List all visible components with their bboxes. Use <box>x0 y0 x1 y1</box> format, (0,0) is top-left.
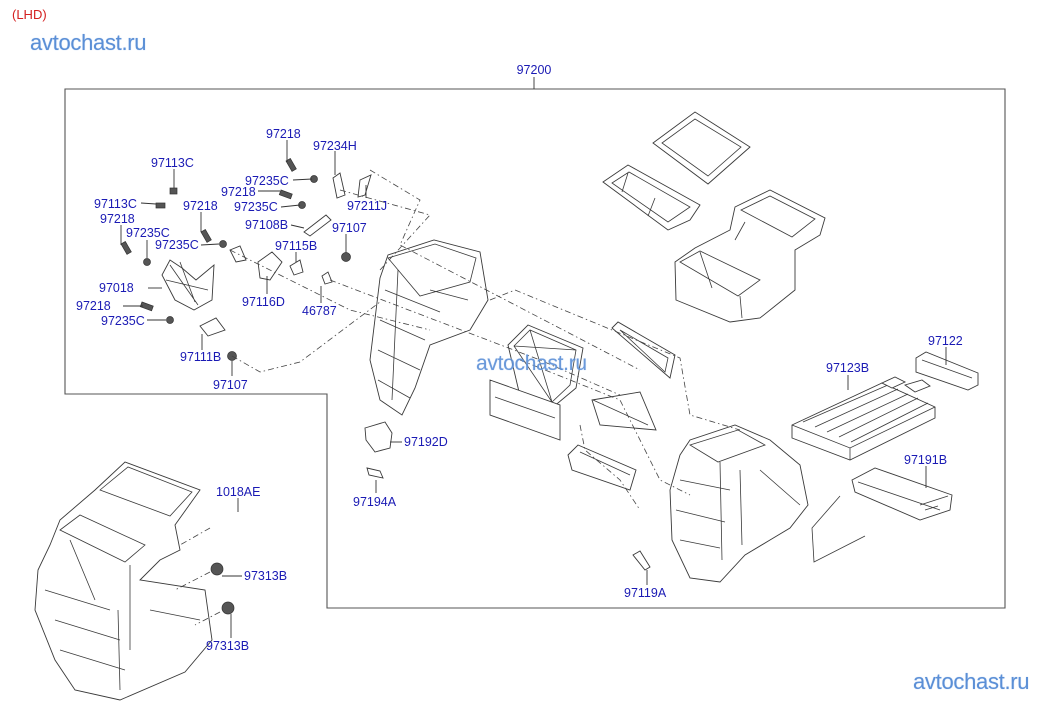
callout-97313b-b[interactable]: 97313B <box>206 639 249 653</box>
upper-duct-frame <box>652 111 751 185</box>
callout-97113c-a[interactable]: 97113C <box>151 156 194 170</box>
callout-97235c-d[interactable]: 97235C <box>155 238 199 252</box>
callout-97107-a[interactable]: 97107 <box>332 221 367 235</box>
callout-97313b-a[interactable]: 97313B <box>244 569 287 583</box>
heater-core-side-cover <box>915 351 979 391</box>
callout-97191b[interactable]: 97191B <box>904 453 947 467</box>
heater-unit-assembly <box>34 461 213 701</box>
callout-97194a[interactable]: 97194A <box>353 495 397 509</box>
region-tag-lhd: (LHD) <box>12 7 47 22</box>
bracket-97194a <box>366 467 384 479</box>
watermark-bottom: avtochast.ru <box>913 669 1030 694</box>
heater-housing <box>669 424 809 583</box>
watermark-top: avtochast.ru <box>30 30 147 55</box>
levers-actuators <box>161 172 372 337</box>
leader-dash-lines <box>174 169 741 626</box>
upper-duct-grille <box>602 164 701 231</box>
callout-97113c-b[interactable]: 97113C <box>94 197 137 211</box>
mode-door-1 <box>489 379 561 441</box>
blower-housing <box>369 239 489 416</box>
callout-46787[interactable]: 46787 <box>302 304 337 318</box>
watermark-center: avtochast.ru <box>476 352 587 375</box>
heater-core-pipe-assy <box>851 467 953 521</box>
callout-97218-c[interactable]: 97218 <box>183 199 218 213</box>
callout-labels: 97218 97234H 97113C 97235C 97218 97211J … <box>76 127 963 653</box>
callout-97018[interactable]: 97018 <box>99 281 134 295</box>
callout-97235c-c[interactable]: 97235C <box>126 226 170 240</box>
callout-97218-b[interactable]: 97218 <box>221 185 256 199</box>
mode-door-3 <box>591 391 657 431</box>
callout-97235c-a[interactable]: 97235C <box>245 174 289 188</box>
callout-97107-b[interactable]: 97107 <box>213 378 248 392</box>
heater-core <box>791 376 936 461</box>
callout-97200[interactable]: 97200 <box>517 63 552 77</box>
callout-97218-d[interactable]: 97218 <box>100 212 135 226</box>
module-97192d <box>364 421 393 453</box>
callout-97235c-e[interactable]: 97235C <box>101 314 145 328</box>
callout-1018ae[interactable]: 1018AE <box>216 485 260 499</box>
callout-97111b[interactable]: 97111B <box>180 350 221 364</box>
assembly-frame <box>64 88 1006 609</box>
callout-leaders <box>120 140 947 638</box>
callout-97108b[interactable]: 97108B <box>245 218 288 232</box>
bracket-wire <box>811 495 866 563</box>
mode-door-4 <box>567 444 637 491</box>
callout-97218-e[interactable]: 97218 <box>76 299 111 313</box>
callout-97122[interactable]: 97122 <box>928 334 963 348</box>
upper-duct-housing <box>674 189 826 323</box>
callout-97119a[interactable]: 97119A <box>624 586 667 600</box>
callout-97115b[interactable]: 97115B <box>275 239 317 253</box>
callout-97234h[interactable]: 97234H <box>313 139 357 153</box>
callout-97192d[interactable]: 97192D <box>404 435 448 449</box>
callout-97116d[interactable]: 97116D <box>242 295 285 309</box>
callout-97123b[interactable]: 97123B <box>826 361 869 375</box>
callout-97235c-b[interactable]: 97235C <box>234 200 278 214</box>
air-mix-door <box>507 324 584 409</box>
callout-97211j[interactable]: 97211J <box>347 199 387 213</box>
clip-97119a <box>632 550 651 571</box>
mode-door-2 <box>611 321 676 379</box>
small-fasteners <box>120 158 351 615</box>
callout-97218-a[interactable]: 97218 <box>266 127 301 141</box>
